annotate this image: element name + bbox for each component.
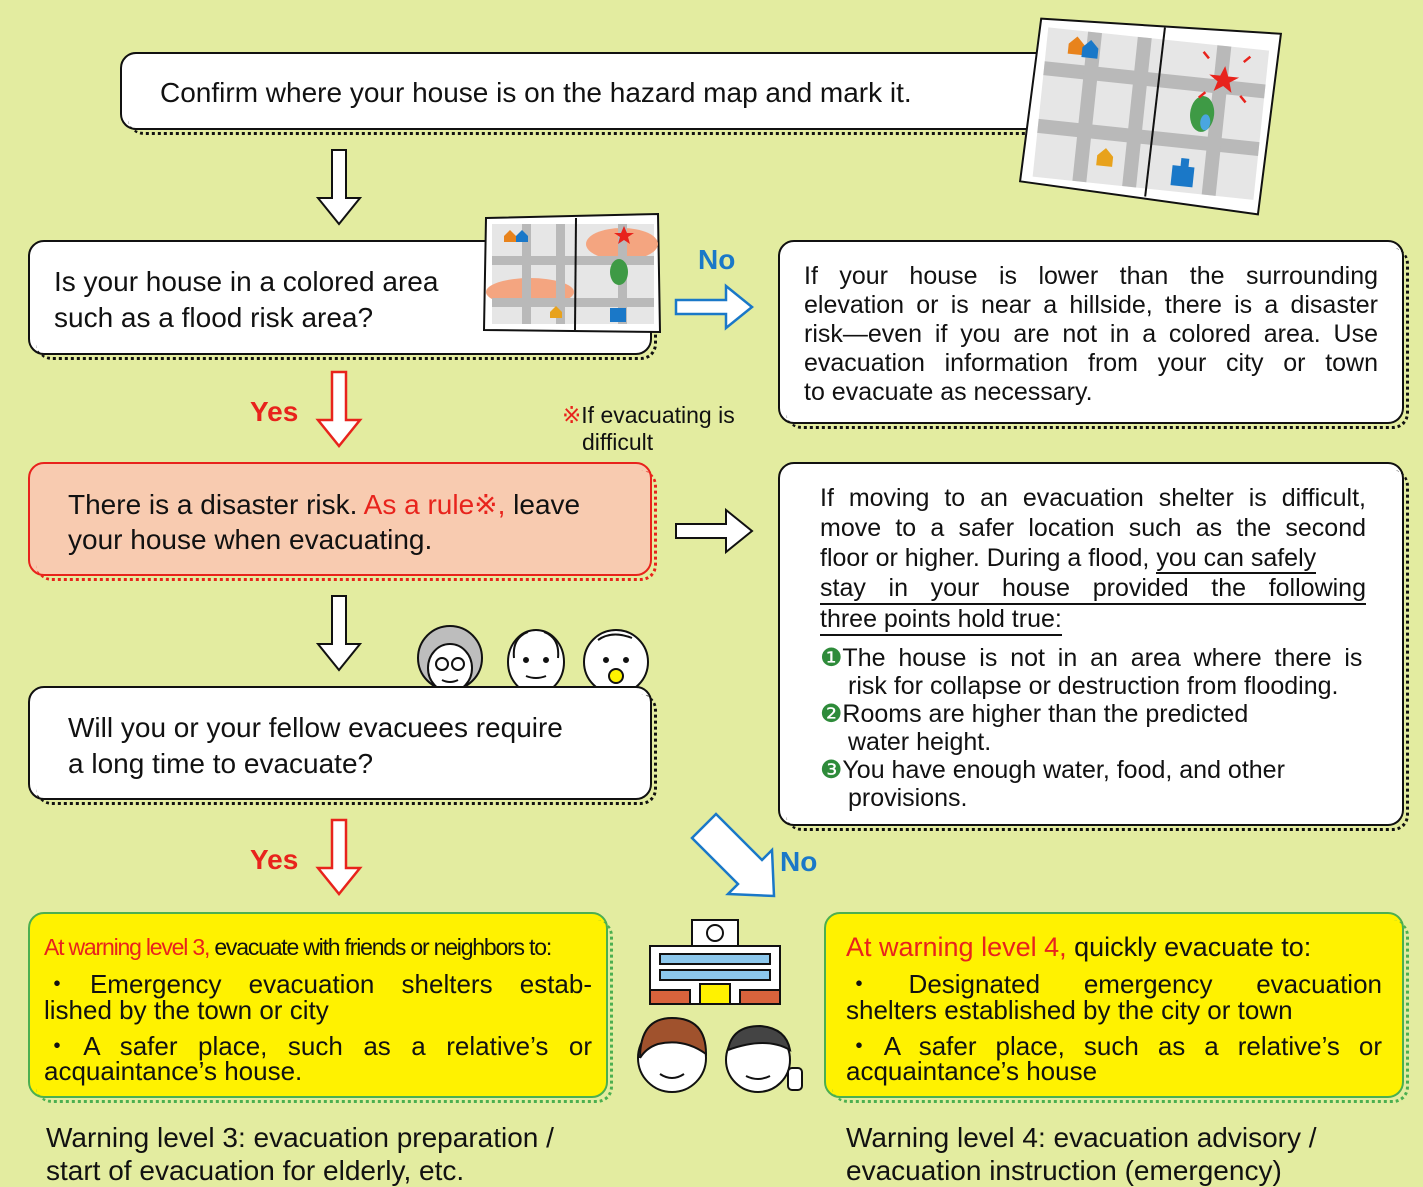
step1-text: Confirm where your house is on the hazar… — [160, 77, 912, 108]
shelter-line1: If moving to an evacuation shelter is di… — [820, 484, 1366, 512]
risk-line1-b: As a rule※, — [363, 489, 514, 520]
level4-head-a: At warning level 4, — [846, 932, 1067, 962]
evacuees-illustration — [417, 625, 649, 695]
risk-line1-a: There is a disaster risk. — [68, 489, 364, 520]
hazard-map-illustration — [1018, 17, 1283, 216]
arrow-down-red-icon — [315, 818, 363, 896]
point3: ❸You have enough water, food, and other … — [820, 756, 1285, 812]
note-mark: ※ — [562, 402, 582, 428]
arrow-right-icon — [675, 507, 754, 555]
note-line2: difficult — [582, 429, 654, 455]
level3-head-b: evacuate with friends or neighbors to: — [209, 934, 552, 960]
level4-b2-line1: ・A safer place, such as a relative’s or — [846, 1031, 1382, 1061]
risk-line1: There is a disaster risk. As a rule※, le… — [68, 488, 580, 521]
colored-hazard-map-illustration — [482, 212, 662, 334]
shelter-line2: move to a safer location such as the sec… — [820, 514, 1366, 542]
step2-line1: Is your house in a colored area — [54, 266, 439, 297]
point2-num: ❷ — [820, 700, 843, 728]
step4-line2: a long time to evacuate? — [68, 748, 374, 779]
no-label-1: No — [698, 244, 736, 275]
arrow-down-red-icon — [315, 370, 363, 448]
point3-num: ❸ — [820, 756, 843, 784]
level3-b2-line1: ・A safer place, such as a relative’s or — [44, 1031, 592, 1061]
point1-line2: risk for collapse or destruction from fl… — [848, 672, 1339, 700]
no-result-line1: If your house is lower than the surround… — [804, 262, 1378, 290]
no-result-line3: risk—even if you are not in a colored ar… — [804, 320, 1378, 348]
yes-label-2: Yes — [250, 844, 299, 875]
level4-head: At warning level 4, quickly evacuate to: — [846, 932, 1311, 963]
level3-b1-line1: ・Emergency evacuation shelters estab- — [44, 969, 592, 999]
no-result-line5: to evacuate as necessary. — [804, 378, 1093, 406]
point2: ❷Rooms are higher than the predicted wat… — [820, 700, 1248, 756]
note-line1: If evacuating is — [581, 402, 735, 428]
caption-level3-line2: start of evacuation for elderly, etc. — [46, 1155, 465, 1186]
step4-line1: Will you or your fellow evacuees require — [68, 712, 563, 743]
level4-head-b: quickly evacuate to: — [1066, 932, 1312, 962]
point3-line1: You have enough water, food, and other — [842, 756, 1285, 784]
caption-level4-line1: Warning level 4: evacuation advisory / — [846, 1122, 1317, 1153]
point1-num: ❶ — [820, 644, 843, 672]
no-label-2: No — [780, 846, 818, 877]
risk-box: There is a disaster risk. As a rule※, le… — [28, 462, 657, 581]
level3-b2-line2: acquaintance’s house. — [44, 1056, 303, 1086]
no-result-line4: evacuation information from your city or… — [804, 349, 1378, 377]
point2-line1: Rooms are higher than the predicted — [842, 700, 1249, 728]
shelter-line4: stay in your house provided the followin… — [820, 574, 1366, 605]
point3-line2: provisions. — [848, 784, 968, 812]
step2-line2: such as a flood risk area? — [54, 302, 374, 333]
level4-b1-line1: ・Designated emergency evacuation — [846, 969, 1382, 999]
level3-head-a: At warning level 3, — [44, 934, 210, 960]
evacuation-note: ※If evacuating is difficult — [562, 402, 735, 456]
risk-line2: your house when evacuating. — [68, 524, 433, 555]
shelter-line5: three points hold true: — [820, 605, 1062, 636]
caption-level3-line1: Warning level 3: evacuation preparation … — [46, 1122, 554, 1153]
shelter-box: If moving to an evacuation shelter is di… — [778, 462, 1409, 831]
step1-box: Confirm where your house is on the hazar… — [120, 52, 1065, 135]
point2-line2: water height. — [848, 728, 992, 756]
shelter-line3-a: floor or higher. During a flood, — [820, 544, 1157, 572]
point1: ❶The house is not in an area where there… — [820, 644, 1380, 700]
level4-b1-line2: shelters established by the city or town — [846, 995, 1293, 1025]
shelter-line3-b: you can safely — [1156, 544, 1317, 574]
point1-line1: The house is not in an area where there … — [842, 644, 1363, 672]
level3-head: At warning level 3, evacuate with friend… — [44, 934, 552, 961]
level4-b2-line2: acquaintance’s house — [846, 1056, 1098, 1086]
no-result-line2: elevation or is near a hillside, there i… — [804, 291, 1378, 319]
level4-box: At warning level 4, quickly evacuate to:… — [824, 912, 1409, 1103]
school-shelter-illustration — [637, 919, 803, 1093]
arrow-down-icon — [315, 595, 363, 672]
risk-line1-c: leave — [513, 489, 581, 520]
yes-label-1: Yes — [250, 396, 299, 427]
arrow-right-blue-icon — [674, 283, 754, 331]
arrow-diagonal-blue-icon — [690, 812, 776, 898]
shelter-line3: floor or higher. During a flood, you can… — [820, 544, 1366, 574]
arrow-down-icon — [315, 149, 363, 226]
step4-box: Will you or your fellow evacuees require… — [28, 686, 657, 805]
level3-box: At warning level 3, evacuate with friend… — [28, 912, 613, 1103]
step2-box: Is your house in a colored area such as … — [28, 240, 657, 360]
no-result-box: If your house is lower than the surround… — [778, 240, 1409, 429]
caption-level4-line2: evacuation instruction (emergency) — [846, 1155, 1282, 1186]
level3-b1-line2: lished by the town or city — [44, 995, 329, 1025]
